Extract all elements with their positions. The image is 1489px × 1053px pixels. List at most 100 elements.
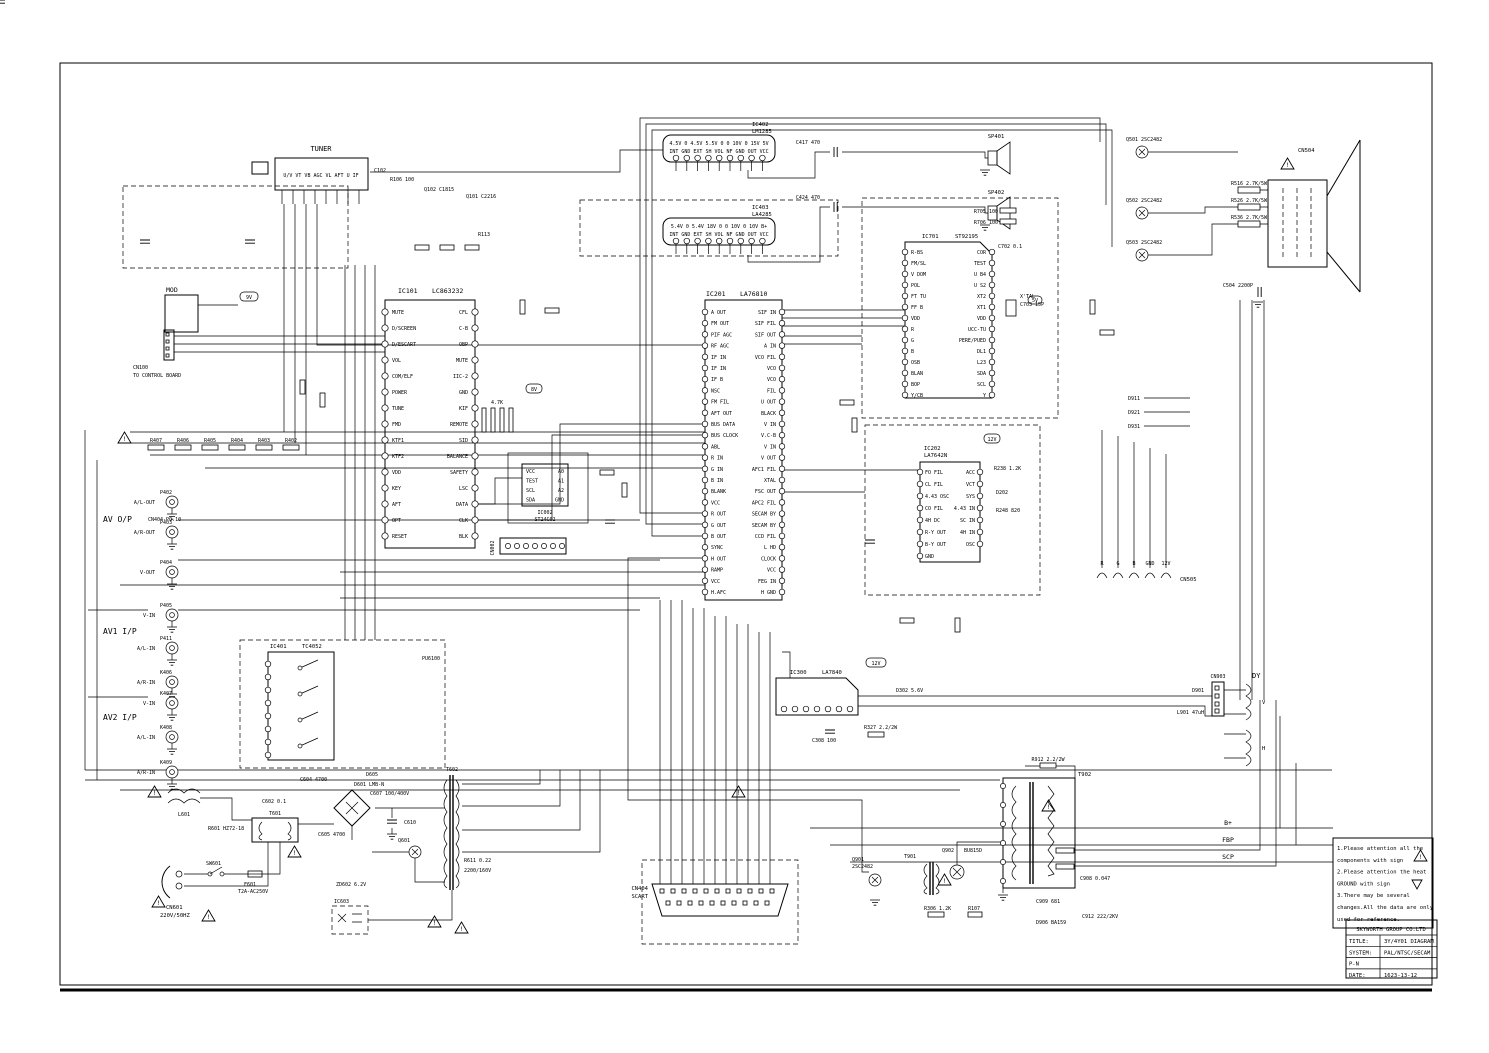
ic-pin: L HD xyxy=(764,544,786,551)
cn002-label: CN002 xyxy=(490,540,496,555)
svg-text:OSC: OSC xyxy=(966,542,975,548)
jack-p405: P405 V-IN xyxy=(143,603,179,633)
svg-text:OPT: OPT xyxy=(392,518,401,524)
warning-icon xyxy=(937,873,952,886)
svg-text:SCL: SCL xyxy=(977,382,986,388)
ic-pin: H GND xyxy=(761,588,786,596)
ground-icon xyxy=(979,169,991,176)
ic-pin: BUS CLOCK xyxy=(701,432,738,439)
jack-designator: P411 xyxy=(160,636,172,642)
crt-driver-2: Q502 2SC2482 xyxy=(1126,198,1162,220)
ic-pin: VCO xyxy=(767,364,786,372)
av-section-out: AV O/P xyxy=(103,515,132,524)
crt-line-choke: GND xyxy=(1144,561,1156,579)
svg-text:R407: R407 xyxy=(150,438,162,444)
c912-label: C912 222/2KV xyxy=(1082,914,1118,920)
ic-pin: LSC xyxy=(459,484,479,492)
r526-label: R526 2.7K/5W xyxy=(1231,198,1268,204)
svg-text:AFT OUT: AFT OUT xyxy=(711,411,732,417)
svg-text:SC IN: SC IN xyxy=(960,518,975,524)
ic-pin xyxy=(716,154,723,171)
ic-pin: CLK xyxy=(459,516,479,524)
svg-text:R406: R406 xyxy=(177,438,189,444)
r106-label: R106 100 xyxy=(390,177,414,183)
ic-pin: IF IN xyxy=(701,364,726,372)
ic-pin xyxy=(737,237,744,254)
svg-text:ABL: ABL xyxy=(711,444,720,450)
svg-text:4H IN: 4H IN xyxy=(960,530,975,536)
note-line: GROUND with sign xyxy=(1337,881,1390,887)
title-row: DATE: 1623-13-12 xyxy=(1349,973,1417,979)
ic-pin: VCT xyxy=(966,480,984,488)
svg-text:SYS: SYS xyxy=(966,494,975,500)
ic-pin: SDA xyxy=(977,369,996,377)
svg-text:R: R xyxy=(1100,561,1104,567)
svg-text:V DOM: V DOM xyxy=(911,272,926,278)
ic201-designator: IC201 xyxy=(706,290,726,298)
svg-text:VCC: VCC xyxy=(711,579,720,585)
ground-icon xyxy=(1252,301,1264,308)
pu6100-label: PU6100 xyxy=(422,656,440,662)
jack-k409: K409 A/R-IN xyxy=(137,760,179,790)
ic-pin: SDA xyxy=(526,498,535,504)
svg-text:UCC-TU: UCC-TU xyxy=(968,327,986,333)
ic-pin xyxy=(716,237,723,254)
note-line: changes.All the data are only xyxy=(1337,905,1434,911)
svg-text:POL: POL xyxy=(911,283,920,289)
r327-label: R327 2.2/2W xyxy=(864,725,898,731)
svg-text:FM FIL: FM FIL xyxy=(711,400,729,406)
ic-pin: OBP xyxy=(459,340,479,348)
svg-text:KIF: KIF xyxy=(459,406,468,412)
cn100-label: TO CONTROL BOARD xyxy=(133,373,181,379)
keypad-resistors: R407 R406 R405 R404 R403 R402 xyxy=(147,438,300,451)
ic-pin: VOL xyxy=(381,356,401,364)
c605-label: C605 4700 xyxy=(318,832,345,838)
d601-label: D601 LMB-N xyxy=(354,782,384,788)
svg-text:R402: R402 xyxy=(285,438,297,444)
c908-label: C908 0.047 xyxy=(1080,876,1110,882)
q902-designator: Q902 xyxy=(942,848,954,854)
ic-pin: U OUT xyxy=(761,398,786,406)
ic002-designator: IC002 xyxy=(537,510,552,516)
jack-p404: P404 V-OUT xyxy=(140,560,179,590)
ground-icon xyxy=(386,833,398,840)
ic-pin: FMD xyxy=(381,420,401,428)
ic-pin: GND xyxy=(555,498,564,504)
ic-pin: A OUT xyxy=(701,308,726,316)
d911-label: D911 xyxy=(1128,396,1140,402)
keypad-resistor: R403 xyxy=(255,438,273,451)
ic402-part: LM1285 xyxy=(752,129,772,135)
svg-text:FF B: FF B xyxy=(911,305,923,311)
ic-pin: NSC xyxy=(701,387,720,394)
ic-pin: 4.43 IN xyxy=(954,504,984,512)
ic-pin: D/ESCART xyxy=(381,340,416,348)
drawing-frame xyxy=(59,62,1433,992)
8v-label: 8V xyxy=(531,387,537,393)
warning-icons xyxy=(117,431,746,934)
svg-text:GND: GND xyxy=(459,390,468,396)
svg-text:BLACK: BLACK xyxy=(761,411,776,417)
ic-pin: BLACK xyxy=(761,409,786,417)
svg-text:VCT: VCT xyxy=(966,482,975,488)
cn100-designator: CN100 xyxy=(133,365,148,371)
ic-pin: OSC xyxy=(966,540,984,548)
ic-pin: R xyxy=(901,325,915,333)
warning-icon xyxy=(1280,157,1295,170)
ic201-part: LA76810 xyxy=(740,290,767,298)
module-boxes xyxy=(122,185,1059,945)
ic-pin: VCO FIL xyxy=(755,353,786,361)
cn601-label: CN601 xyxy=(166,905,183,911)
ic-pin: PIF AGC xyxy=(701,331,732,338)
svg-text:BOP: BOP xyxy=(911,382,920,388)
ic-pin: SECAM BY xyxy=(752,521,786,529)
svg-text:V OUT: V OUT xyxy=(761,456,776,462)
ic-pin: BALANCE xyxy=(447,452,479,460)
svg-text:XT1: XT1 xyxy=(977,305,986,311)
crt-driver-1: Q501 2SC2482 xyxy=(1126,137,1162,159)
svg-text:2.Please attention the heat: 2.Please attention the heat xyxy=(1337,870,1426,876)
keypad-resistor: R406 xyxy=(174,438,192,451)
pullup-value: 4.7K xyxy=(491,400,503,406)
ic-pin: CFL xyxy=(459,308,479,316)
